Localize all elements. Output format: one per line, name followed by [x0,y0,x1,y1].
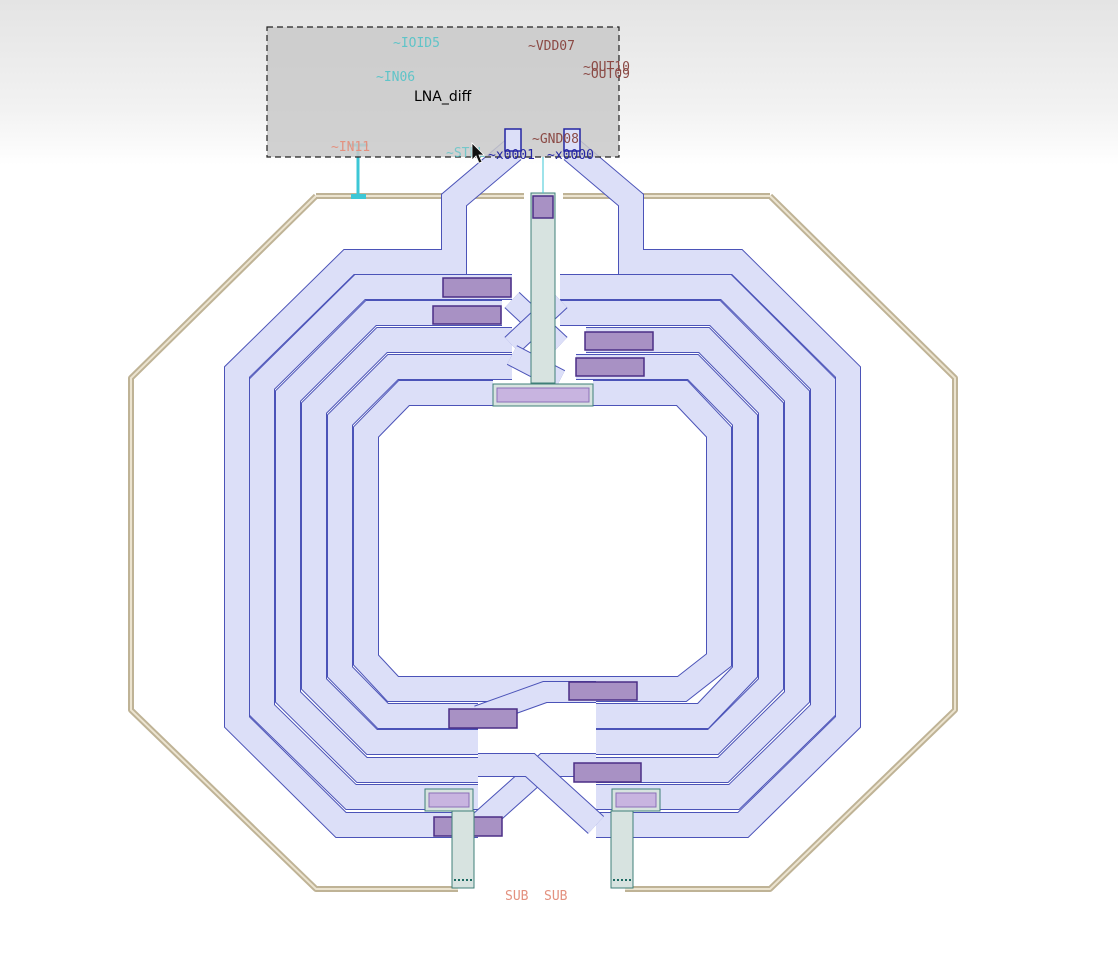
sub-label: SUB [544,889,568,904]
via[interactable] [442,277,512,298]
via[interactable] [575,357,645,377]
pin-label: ~IN06 [376,70,415,85]
pin-label: ~GND08 [532,132,579,147]
via[interactable] [584,331,654,351]
via[interactable] [573,762,642,783]
bottom-terminals[interactable] [424,788,661,889]
spiral-turns[interactable] [224,140,861,838]
pin-labels: ~IOID5 ~VDD07 ~OUT09 ~OUT10 ~IN06 ~GND08… [331,36,630,904]
pin-label: ~x0000 [547,148,594,163]
via[interactable] [448,708,518,729]
cursor-arrow-icon [471,142,485,164]
center-tap-underpass[interactable] [492,192,594,407]
pin-label: ~OUT10 [583,60,630,75]
via-blocks[interactable] [432,277,654,837]
instance-box[interactable] [266,26,620,193]
cell-name: LNA_diff [414,89,472,105]
pin-label: ~OUT09 [583,67,630,82]
via[interactable] [432,305,502,325]
guard-ring[interactable] [128,193,958,892]
pin-label: ~VDD07 [528,39,575,54]
pin-label: ~IN11 [331,140,370,155]
pin-label: ~x0001 [488,148,535,163]
sub-label: SUB [505,889,529,904]
via[interactable] [568,681,638,701]
pin-label: ~IOID5 [393,36,440,51]
